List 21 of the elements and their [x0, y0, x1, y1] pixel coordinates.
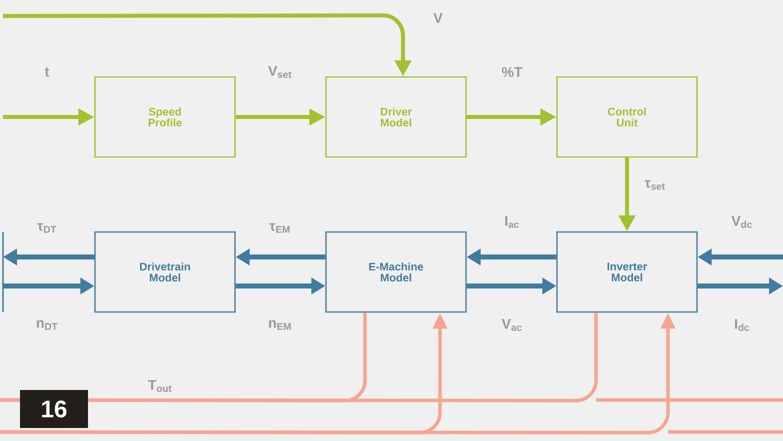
edge-label: V	[432, 12, 444, 24]
edge-label: V$_{set}$	[267, 65, 293, 79]
edge-label: I$_{ac}$	[503, 215, 521, 229]
edge-label: V$_{ac}$	[500, 318, 524, 332]
edge-label: τ$_{set}$	[644, 179, 666, 191]
edge-label: n$_{EM}$	[267, 319, 293, 331]
edge-label: V$_{dc}$	[730, 215, 754, 229]
process-box: Control Unit	[556, 76, 698, 158]
edge-label: τ$_{DT}$	[36, 222, 58, 234]
process-box: E-Machine Model	[325, 231, 467, 313]
edge-label: t	[44, 66, 50, 78]
edge-label: τ$_{EM}$	[268, 222, 292, 234]
process-box: Speed Profile	[94, 76, 236, 158]
figure-number: 16	[20, 390, 88, 428]
process-box: Driver Model	[325, 76, 467, 158]
edge-label: n$_{DT}$	[34, 319, 60, 331]
edge-label: T$_{out}$	[146, 379, 174, 393]
edge-label: I$_{dc}$	[733, 318, 751, 332]
edge-label: %T	[500, 66, 524, 78]
process-box: Inverter Model	[556, 231, 698, 313]
process-box: Drivetrain Model	[94, 231, 236, 313]
